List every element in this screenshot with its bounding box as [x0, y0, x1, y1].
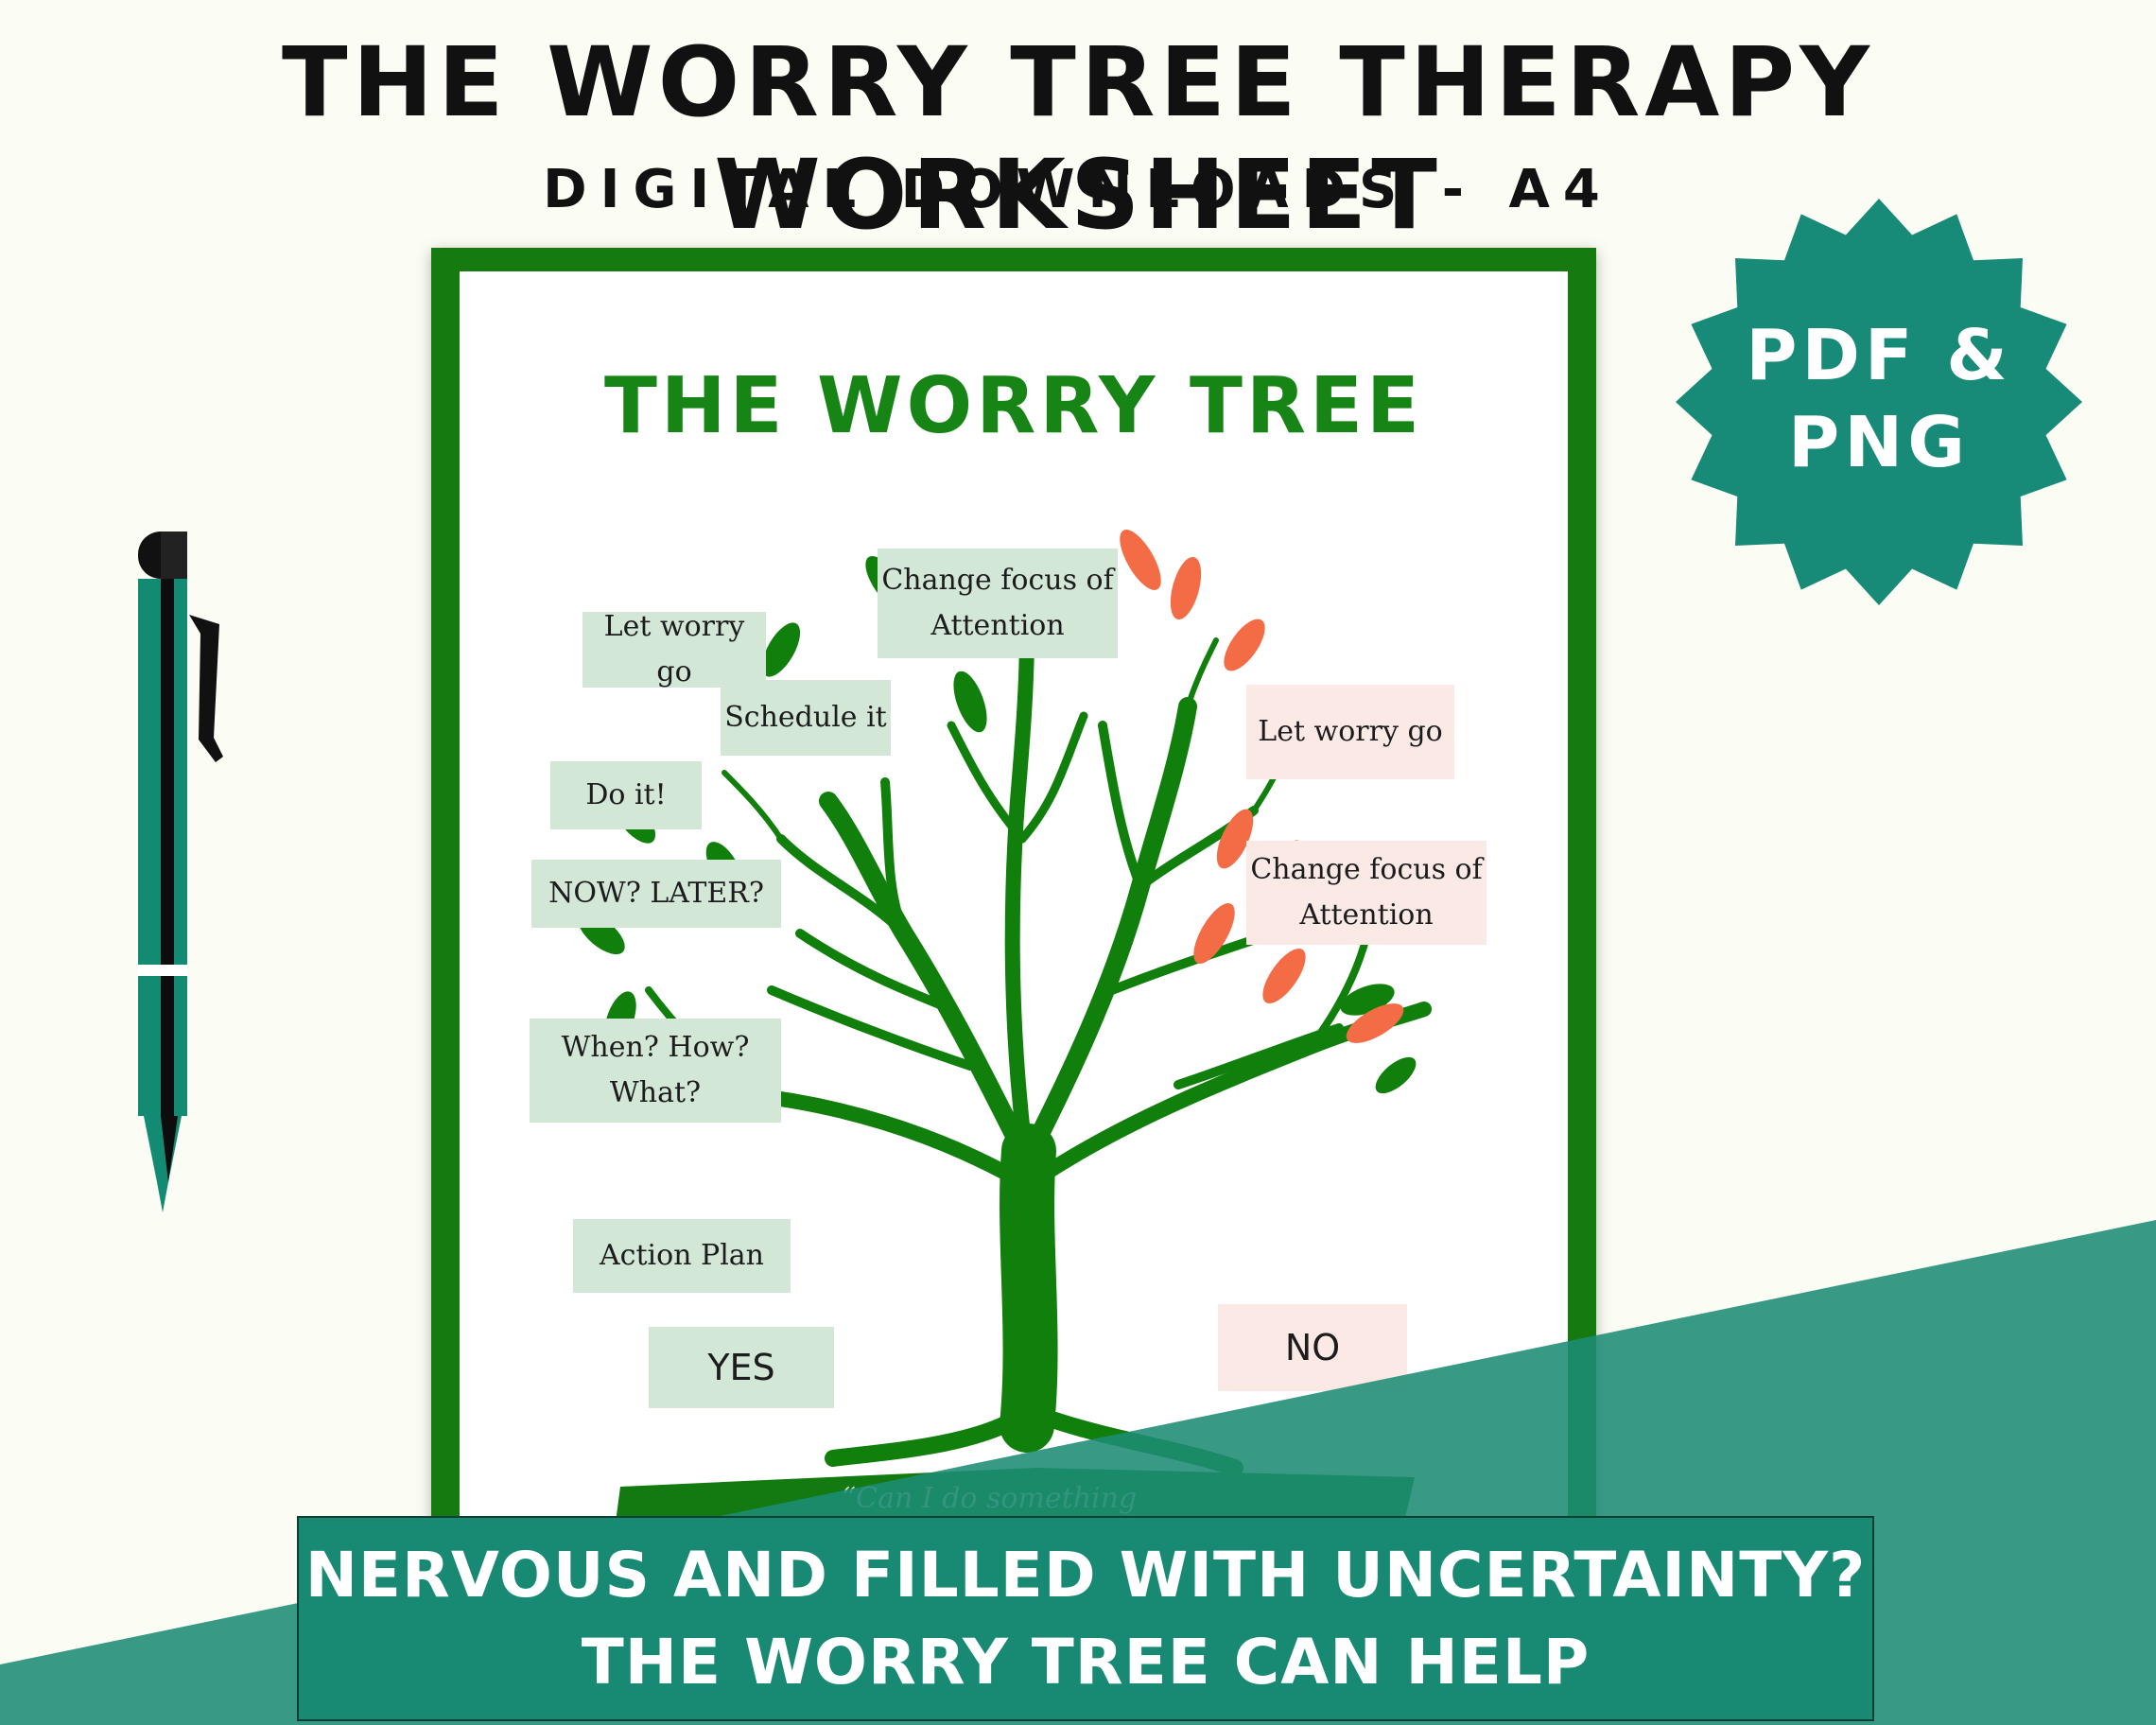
tagline-line-2: THE WORRY TREE CAN HELP: [581, 1625, 1591, 1699]
format-badge: [1676, 199, 2082, 605]
tag-now-later: NOW? LATER?: [531, 860, 781, 928]
page-subtitle: DIGITAL DOWNLOADS - A4: [543, 159, 1613, 220]
tagline-line-1: NERVOUS AND FILLED WITH UNCERTAINTY?: [304, 1538, 1867, 1612]
tag-let-worry-go-green: Let worry go: [582, 610, 766, 688]
tag-change-focus-orange: Change focus of Attention: [1246, 841, 1487, 945]
pen-icon: [138, 531, 223, 1212]
worksheet-title: THE WORRY TREE: [603, 361, 1424, 451]
tag-when-how-what: When? How? What?: [530, 1019, 781, 1123]
tag-do-it: Do it!: [550, 761, 702, 829]
tag-change-focus-green: Change focus of Attention: [878, 549, 1118, 658]
tag-no: NO: [1218, 1304, 1407, 1391]
worksheet-page: THE WORRY TREE: [460, 271, 1568, 1558]
tagline-banner: NERVOUS AND FILLED WITH UNCERTAINTY? THE…: [297, 1516, 1874, 1721]
tag-yes: YES: [649, 1327, 834, 1408]
page-title: THE WORRY TREE THERAPY WORKSHEET: [282, 26, 1874, 252]
worksheet-preview: THE WORRY TREE: [431, 248, 1596, 1572]
tag-action-plan: Action Plan: [573, 1219, 791, 1293]
tag-let-worry-go-orange: Let worry go: [1246, 685, 1454, 779]
tag-schedule-it: Schedule it: [721, 680, 891, 756]
badge-label: PDF & PNG: [1746, 315, 2012, 483]
